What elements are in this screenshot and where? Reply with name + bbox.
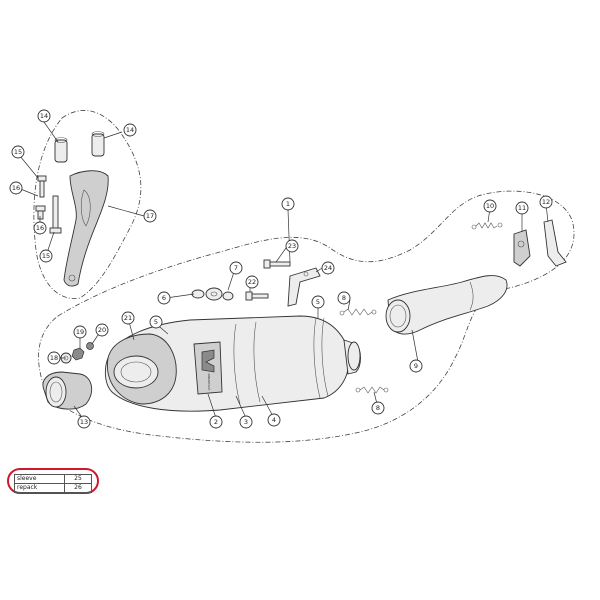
muffler-body-part: AKRAPOVIČ: [104, 315, 349, 412]
callout-9: 9: [409, 359, 423, 373]
callout-21: 21: [121, 311, 135, 325]
legend-label: sleeve: [14, 474, 65, 484]
svg-text:17: 17: [146, 212, 154, 220]
legend-highlight-ring: [7, 468, 99, 494]
svg-text:24: 24: [324, 264, 332, 272]
callout-8-lower: 8: [371, 401, 385, 415]
end-cap-tip-part: [42, 371, 93, 410]
svg-text:7: 7: [234, 264, 238, 272]
svg-text:3: 3: [244, 418, 248, 426]
callout-11: 11: [515, 201, 529, 215]
svg-text:2: 2: [214, 418, 218, 426]
svg-text:4: 4: [272, 416, 276, 424]
callout-23: 23: [285, 239, 299, 253]
legend-row: repack 26: [14, 483, 92, 493]
svg-text:13: 13: [80, 418, 88, 426]
svg-text:5: 5: [154, 318, 158, 326]
callout-19: 19: [73, 325, 87, 339]
callout-16-upper: 16: [9, 181, 23, 195]
callout-13: 13: [77, 415, 91, 429]
callout-15-lower: 15: [39, 249, 53, 263]
callout-14-right: 14: [123, 123, 137, 137]
hanger-bracket-part: [287, 267, 321, 307]
svg-text:15: 15: [42, 252, 50, 260]
spacer-part-right: [91, 131, 105, 157]
svg-text:8: 8: [376, 404, 380, 412]
spring-part-upper: [339, 308, 377, 316]
callout-6: 6: [157, 291, 171, 305]
clamp-part: [513, 229, 531, 267]
callout-22: 22: [245, 275, 259, 289]
callout-4: 4: [267, 413, 281, 427]
svg-text:22: 22: [248, 278, 256, 286]
callout-5-right: 5: [311, 295, 325, 309]
inlet-collar-part: [343, 339, 361, 375]
svg-text:11: 11: [518, 204, 526, 212]
legend-label: repack: [14, 483, 65, 493]
callout-20: 20: [95, 323, 109, 337]
spare-parts-legend: sleeve 25 repack 26: [14, 474, 92, 493]
svg-text:9: 9: [414, 362, 418, 370]
svg-text:16: 16: [36, 224, 44, 232]
svg-text:14: 14: [40, 112, 48, 120]
legend-row: sleeve 25: [14, 474, 92, 484]
callout-7: 7: [229, 261, 243, 275]
callout-18: 18: [47, 351, 61, 365]
spacer-part-left: [54, 137, 68, 163]
callout-8-upper: 8: [337, 291, 351, 305]
svg-text:20: 20: [98, 326, 106, 334]
svg-text:12: 12: [542, 198, 550, 206]
bracket-group-outline: [33, 110, 142, 299]
legend-number: 26: [64, 483, 92, 493]
spring-part-lower: [355, 386, 389, 394]
legend-number: 25: [64, 474, 92, 484]
callout-12: 12: [539, 195, 553, 209]
hanger-bolt-part: [263, 259, 291, 269]
svg-text:16: 16: [12, 184, 20, 192]
link-pipe-part: [385, 275, 508, 335]
callout-5-left: 5: [149, 315, 163, 329]
svg-text:19: 19: [76, 328, 84, 336]
svg-text:15: 15: [14, 148, 22, 156]
brand-mark-text: AKRAPOVIČ: [207, 373, 212, 390]
svg-text:21: 21: [124, 314, 132, 322]
callout-14-left: 14: [37, 109, 51, 123]
svg-text:1: 1: [286, 200, 290, 208]
nut-part: [71, 347, 85, 361]
callout-3: 3: [239, 415, 253, 429]
rubber-washer-part: [191, 287, 234, 301]
callout-16-lower: 16: [33, 221, 47, 235]
svg-text:23: 23: [288, 242, 296, 250]
svg-text:8: 8: [342, 294, 346, 302]
bolt-part-upper: [37, 175, 47, 198]
main-group-outline: [38, 190, 575, 443]
callout-17: 17: [143, 209, 157, 223]
bolt-head-part: [86, 342, 94, 350]
callout-10: 10: [483, 199, 497, 213]
callout-24: 24: [321, 261, 335, 275]
mount-bolt-part: [245, 291, 269, 301]
svg-text:14: 14: [126, 126, 134, 134]
callout-1: 1: [281, 197, 295, 211]
callout-15-upper: 15: [11, 145, 25, 159]
svg-text:5: 5: [316, 298, 320, 306]
svg-text:18: 18: [50, 354, 58, 362]
washer-bolt-part: [49, 195, 62, 234]
leader-lines: [17, 121, 549, 421]
spring-part-top: [471, 222, 503, 230]
svg-text:6: 6: [162, 294, 166, 302]
mount-bracket-part: [63, 170, 109, 287]
svg-text:10: 10: [486, 202, 494, 210]
hook-part: [543, 219, 567, 267]
callout-2: 2: [209, 415, 223, 429]
bolt-part-lower: [35, 205, 46, 220]
